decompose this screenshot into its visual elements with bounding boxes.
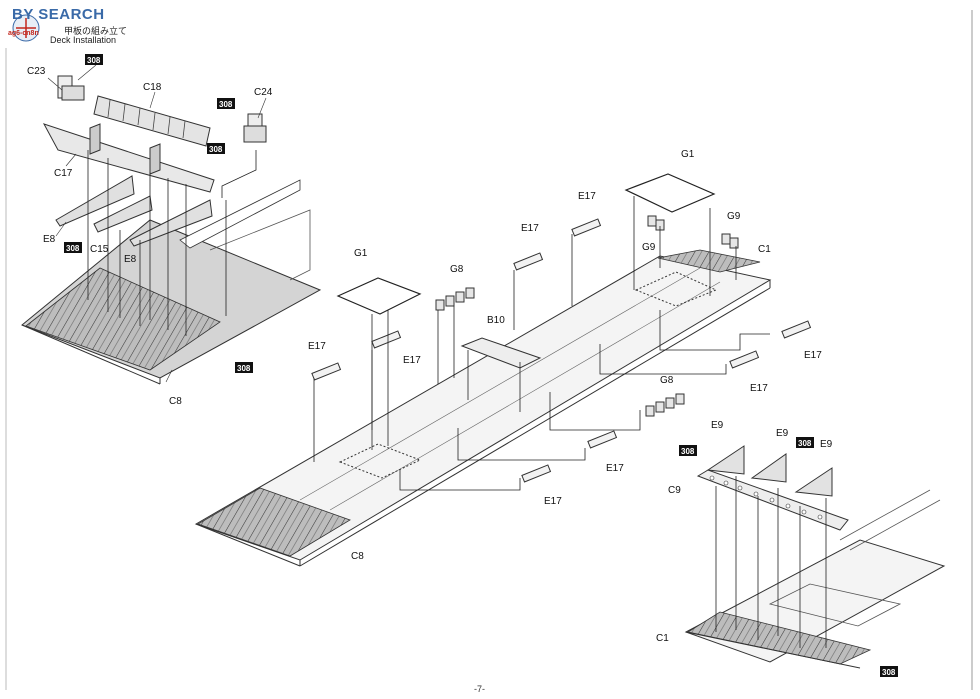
svg-text:308: 308 [681,447,695,456]
paint-tag: 308 [64,242,82,253]
label-g9-a: G9 [727,211,741,222]
part-g1-right [624,173,716,213]
paint-tag: 308 [217,98,235,109]
deck-c1-slats-top [657,249,761,273]
label-e17-h: E17 [544,496,562,507]
paint-tags: 308 308 308 308 308 308 308 308 [64,54,898,677]
part-c24 [243,113,267,143]
label-e9-b: E9 [776,428,789,439]
page-header: BY SEARCH ag6-cn8n 甲板の組み立て Deck Installa… [2,4,262,48]
deck-c8-upper-slats [25,267,221,371]
label-c15: C15 [90,244,109,255]
label-g1-b: G1 [681,149,695,160]
page-number: -7- [474,684,485,694]
part-b10 [460,337,542,369]
label-c18: C18 [143,82,162,93]
label-e8-b: E8 [124,254,137,265]
svg-text:308: 308 [66,244,80,253]
part-c23 [57,75,85,101]
label-c8-a: C8 [169,396,182,407]
paint-tag: 308 [679,445,697,456]
label-g1-a: G1 [354,248,368,259]
label-e17-e: E17 [804,350,822,361]
logo-icon [12,14,40,42]
part-g8-upper [435,287,475,311]
paint-tag: 308 [85,54,103,65]
label-e17-d: E17 [578,191,596,202]
deck-c8-main-slats [197,487,351,557]
top-left-assembly [21,64,322,385]
paint-tag: 308 [880,666,898,677]
label-c24: C24 [254,87,273,98]
svg-text:308: 308 [87,56,101,65]
part-e8-left [55,175,135,227]
label-e9-a: E9 [711,420,724,431]
part-labels: C23 C18 C24 C17 E8 C15 E8 C8 G1 G8 B10 E… [27,66,833,644]
step-title-jp: 甲板の組み立て [64,26,128,36]
svg-text:308: 308 [882,668,896,677]
label-e17-b: E17 [403,355,421,366]
part-g1-left [336,277,422,315]
label-c9: C9 [668,485,681,496]
label-e17-f: E17 [750,383,768,394]
step-title-en: Deck Installation [50,35,117,45]
part-e8-right [129,199,213,247]
part-e9-left [706,445,745,475]
label-c8-b: C8 [351,551,364,562]
label-g8-b: G8 [660,375,674,386]
brand-text: BY SEARCH [12,6,105,23]
paint-tag: 308 [207,143,225,154]
svg-text:308: 308 [798,439,812,448]
label-e17-g: E17 [606,463,624,474]
part-e9-right [794,467,833,497]
label-c23: C23 [27,66,46,77]
part-g8-lower [645,393,685,417]
svg-text:308: 308 [219,100,233,109]
part-g9 [647,215,739,249]
label-c1-a: C1 [758,244,771,255]
center-assembly [194,173,812,567]
label-b10: B10 [487,315,505,326]
label-e17-a: E17 [308,341,326,352]
bottom-right-assembly [684,445,946,669]
svg-text:308: 308 [237,364,251,373]
part-e17-rods [311,218,812,483]
label-e8-a: E8 [43,234,56,245]
paint-tag: 308 [796,437,814,448]
label-e9-c: E9 [820,439,833,450]
label-c1-b: C1 [656,633,669,644]
label-g8-a: G8 [450,264,464,275]
part-c18 [93,95,211,147]
label-g9-b: G9 [642,242,656,253]
part-e9-middle [750,453,787,483]
svg-text:308: 308 [209,145,223,154]
part-c15 [93,195,153,233]
brand-url: ag6-cn8n [8,30,39,37]
label-e17-c: E17 [521,223,539,234]
label-c17: C17 [54,168,73,179]
paint-tag: 308 [235,362,253,373]
